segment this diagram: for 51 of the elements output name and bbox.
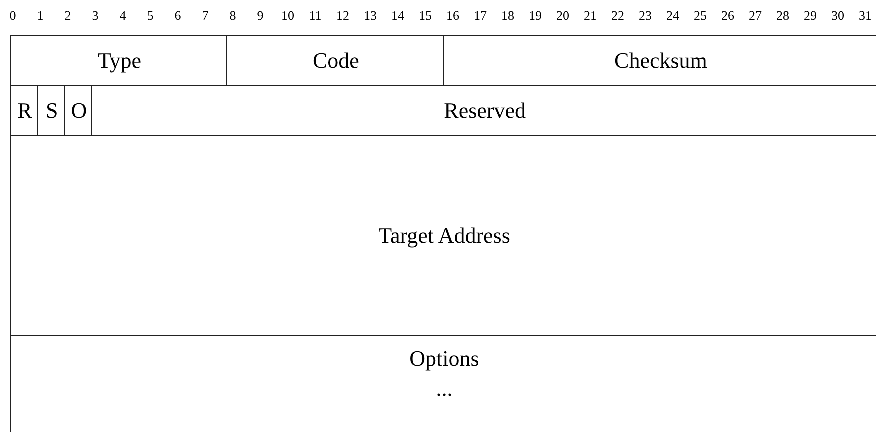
bit-number: 12 [336, 8, 350, 24]
field-label: Reserved [444, 97, 526, 125]
bit-number: 7 [202, 8, 209, 24]
bit-number: 1 [37, 8, 44, 24]
field-label: O [71, 97, 88, 125]
field-box [37, 85, 66, 136]
bit-number: 26 [722, 8, 734, 24]
bit-number: 14 [392, 8, 404, 24]
field-box [64, 85, 94, 136]
field-label: R [18, 97, 32, 125]
field-box [226, 35, 445, 86]
bit-number: 4 [120, 8, 126, 24]
bit-number: 15 [419, 8, 432, 24]
field-box [442, 35, 876, 86]
field-box [10, 335, 876, 432]
bit-number: 16 [446, 8, 460, 24]
bit-number: 23 [639, 8, 652, 24]
bit-number: 22 [612, 8, 624, 24]
bit-number: 10 [282, 8, 294, 24]
field-label: Checksum [614, 47, 708, 75]
bit-number: 2 [64, 8, 72, 24]
field-box [10, 35, 228, 86]
bit-number: 0 [10, 8, 16, 24]
bit-number: 20 [556, 8, 570, 24]
bit-number: 9 [257, 8, 264, 24]
bit-number: 24 [666, 8, 680, 24]
field-box [10, 135, 876, 336]
bit-number: 5 [147, 8, 154, 24]
continuation-dots: ... [436, 375, 453, 403]
bit-number: 8 [230, 8, 236, 24]
field-box [91, 85, 876, 136]
bit-number: 30 [832, 8, 844, 24]
bit-number: 25 [694, 8, 707, 24]
bit-number: 21 [584, 8, 597, 24]
bit-number: 29 [804, 8, 817, 24]
bit-number: 28 [776, 8, 790, 24]
bit-number: 19 [529, 8, 542, 24]
bit-number: 3 [92, 8, 99, 24]
bit-number: 27 [749, 8, 762, 24]
field-box [10, 85, 40, 136]
bit-number: 13 [364, 8, 377, 24]
field-label: Target Address [378, 222, 510, 250]
field-label: Code [312, 47, 360, 75]
bit-number: 18 [502, 8, 514, 24]
field-label: S [46, 97, 58, 125]
bit-number: 17 [474, 8, 487, 24]
bit-number: 31 [859, 8, 872, 24]
field-label: Options [410, 345, 480, 373]
bit-number: 6 [174, 8, 182, 24]
field-label: Type [98, 47, 142, 75]
bit-number: 11 [309, 8, 322, 24]
